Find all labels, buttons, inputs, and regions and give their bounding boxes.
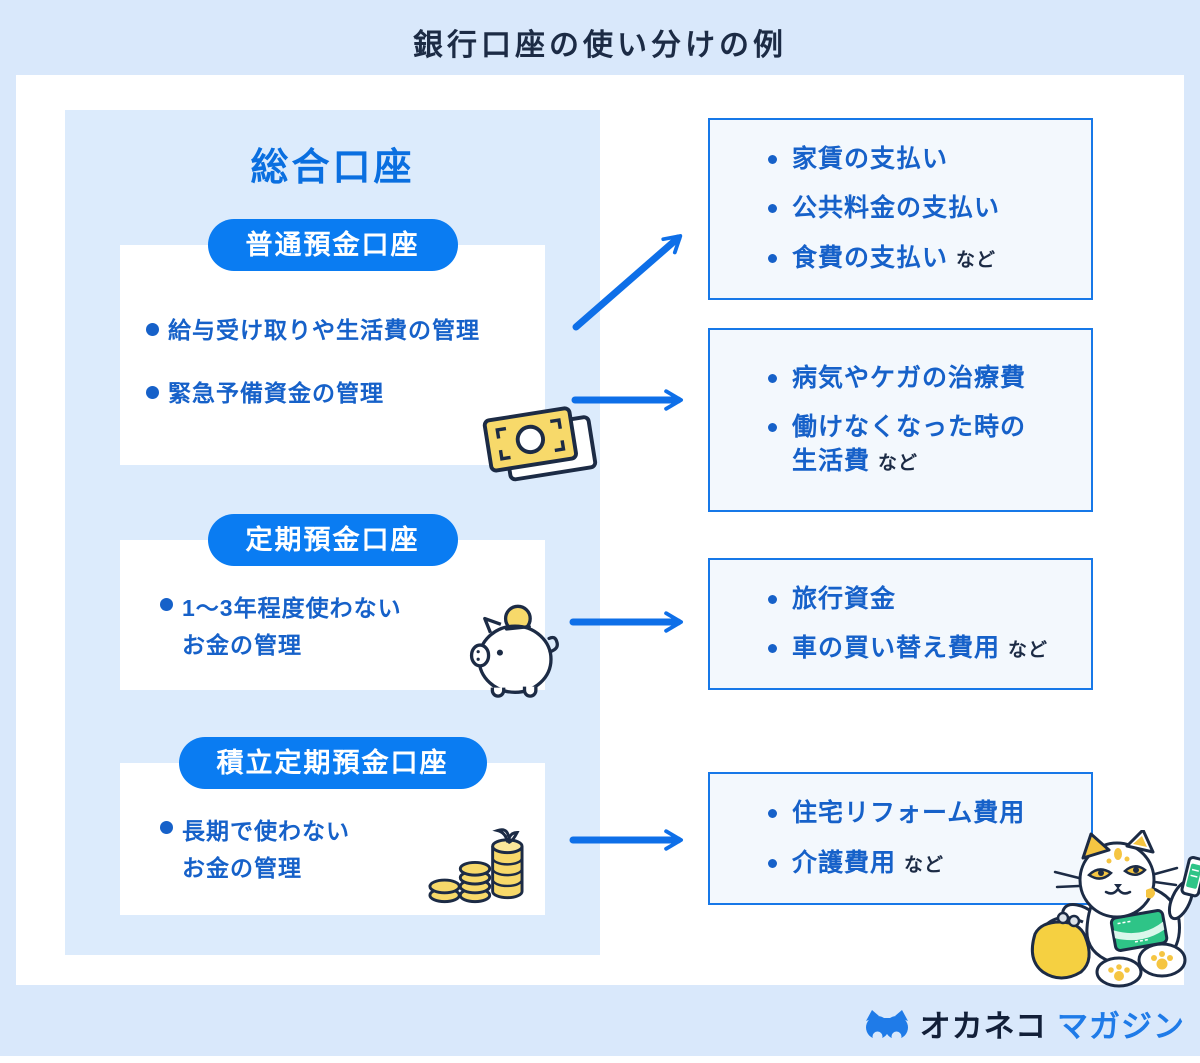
usage-item: 公共料金の支払い	[768, 192, 1081, 226]
cat-mascot-illustration	[1030, 830, 1200, 988]
bullet-dot	[768, 204, 777, 214]
usage-text: 公共料金の支払い	[792, 194, 1001, 223]
usage-text: 食費の支払い	[792, 243, 949, 272]
bullet-dot	[768, 373, 777, 383]
page-title: 銀行口座の使い分けの例	[413, 29, 787, 62]
usage-text: 生活費	[792, 446, 871, 475]
usage-item: 車の買い替え費用など	[768, 632, 1081, 666]
okaneko-logo-icon	[865, 1009, 908, 1040]
usage-box-longterm: 住宅リフォーム費用 介護費用など	[708, 772, 1093, 905]
bullet-text: 緊急予備資金の管理	[168, 380, 384, 407]
usage-item: 住宅リフォーム費用	[768, 797, 1081, 831]
account-section-tsumitate: 積立定期預金口座 長期で使わない お金の管理	[120, 737, 545, 915]
bullet-text: 長期で使わない お金の管理	[182, 818, 350, 881]
account-section-futsu: 普通預金口座 給与受け取りや生活費の管理 緊急予備資金の管理	[120, 219, 598, 482]
bullet-dot	[768, 253, 777, 263]
bullet-dot	[768, 858, 777, 868]
account-bullets-teiki: 1〜3年程度使わない お金の管理	[120, 540, 545, 664]
account-pill-teiki: 定期預金口座	[207, 514, 458, 566]
usage-text: 介護費用	[792, 848, 897, 877]
usage-box-emergency: 病気やケガの治療費 働けなくなった時の生活費など	[708, 328, 1093, 512]
coin-stack-icon	[428, 828, 524, 904]
bottom-divider	[0, 1056, 1200, 1063]
bullet-row: 長期で使わない お金の管理	[160, 813, 545, 887]
usage-text: 旅行資金	[792, 584, 897, 613]
usage-item: 食費の支払いなど	[768, 242, 1081, 276]
etc-label: など	[956, 249, 997, 271]
usage-item: 旅行資金	[768, 583, 1081, 617]
usage-item: 働けなくなった時の生活費など	[768, 411, 1081, 478]
account-pill-futsu: 普通預金口座	[207, 219, 458, 271]
bullet-dot	[768, 809, 777, 818]
bullet-dot	[160, 821, 173, 834]
brand-name-main: オカネコ	[919, 1009, 1047, 1044]
main-panel: 総合口座 普通預金口座 給与受け取りや生活費の管理 緊急予備資金の管理	[16, 75, 1200, 988]
usage-item: 家賃の支払い	[768, 143, 1081, 177]
usage-text: 働けなくなった時の	[792, 413, 1027, 442]
usage-item: 病気やケガの治療費	[768, 362, 1081, 396]
usage-text: 病気やケガの治療費	[792, 363, 1027, 392]
bullet-dot	[768, 423, 777, 433]
account-pill-tsumitate: 積立定期預金口座	[178, 737, 487, 789]
footer-brand: オカネコマガジン	[864, 1001, 1185, 1046]
bullet-row: 緊急予備資金の管理	[146, 378, 545, 409]
bullet-text: 1〜3年程度使わない お金の管理	[182, 595, 402, 658]
bullet-dot	[146, 386, 159, 400]
bullet-dot	[146, 323, 159, 336]
etc-label: など	[878, 452, 919, 474]
usage-box-midterm: 旅行資金 車の買い替え費用など	[708, 558, 1093, 690]
piggy-bank-icon	[469, 604, 559, 698]
bullet-dot	[768, 594, 777, 604]
bullet-dot	[160, 598, 173, 611]
usage-text: 車の買い替え費用	[792, 634, 1001, 662]
account-section-teiki: 定期預金口座 1〜3年程度使わない お金の管理	[120, 514, 559, 698]
usage-text: 住宅リフォーム費用	[792, 799, 1026, 827]
bullet-text: 給与受け取りや生活費の管理	[168, 317, 480, 343]
panel-title: 総合口座	[250, 147, 415, 189]
account-bullets-futsu: 給与受け取りや生活費の管理 緊急予備資金の管理	[120, 245, 545, 409]
account-bullets-tsumitate: 長期で使わない お金の管理	[120, 763, 545, 887]
bullet-row: 1〜3年程度使わない お金の管理	[160, 590, 545, 664]
bullet-row: 給与受け取りや生活費の管理	[146, 315, 545, 346]
etc-label: など	[904, 854, 945, 876]
etc-label: など	[1008, 640, 1049, 661]
bullet-dot	[768, 154, 777, 164]
brand-name-sub: マガジン	[1057, 1009, 1185, 1044]
bullet-dot	[768, 644, 777, 653]
usage-box-daily: 家賃の支払い 公共料金の支払い 食費の支払いなど	[708, 118, 1093, 300]
money-bill-icon	[482, 406, 598, 482]
usage-text: 家賃の支払い	[792, 144, 949, 173]
usage-item: 介護費用など	[768, 847, 1081, 881]
